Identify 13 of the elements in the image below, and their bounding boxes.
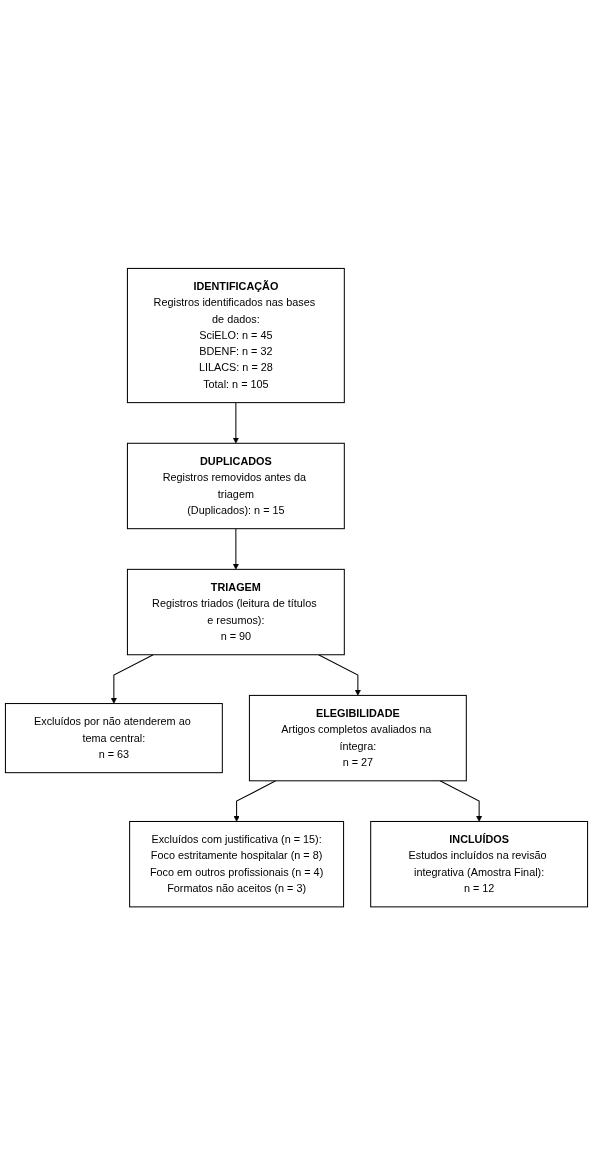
node-box: Excluídos com justificativa (n = 15): Foco estritamente hospitalar (n = 8) Foco em outros profissionais (n = 4) Formatos não aceitos (n = 3) xyxy=(129,820,345,908)
node-box: Excluídos por não atenderem ao tema central: n = 63 xyxy=(4,702,223,774)
arrow xyxy=(232,401,239,444)
node-box: TRIAGEM Registros triados (leitura de títulos e resumos): n = 90 xyxy=(126,568,345,656)
arrow xyxy=(233,780,277,822)
node-box: INCLUÍDOS Estudos incluídos na revisão integrativa (Amostra Final): n = 12 xyxy=(370,820,589,908)
node-box: DUPLICADOS Registros removidos antes da triagem (Duplicados): n = 15 xyxy=(126,442,345,530)
arrow xyxy=(318,654,361,696)
node-box: IDENTIFICAÇÃO Registros identificados nas bases de dados: SciELO: n = 45 BDENF: n = 32 LILACS: n = 28 Total: n = 105 xyxy=(126,267,345,403)
arrow xyxy=(439,780,483,822)
arrow xyxy=(232,528,239,570)
arrow xyxy=(110,654,154,704)
node-box: ELEGIBILIDADE Artigos completos avaliados na íntegra: n = 27 xyxy=(248,694,467,782)
